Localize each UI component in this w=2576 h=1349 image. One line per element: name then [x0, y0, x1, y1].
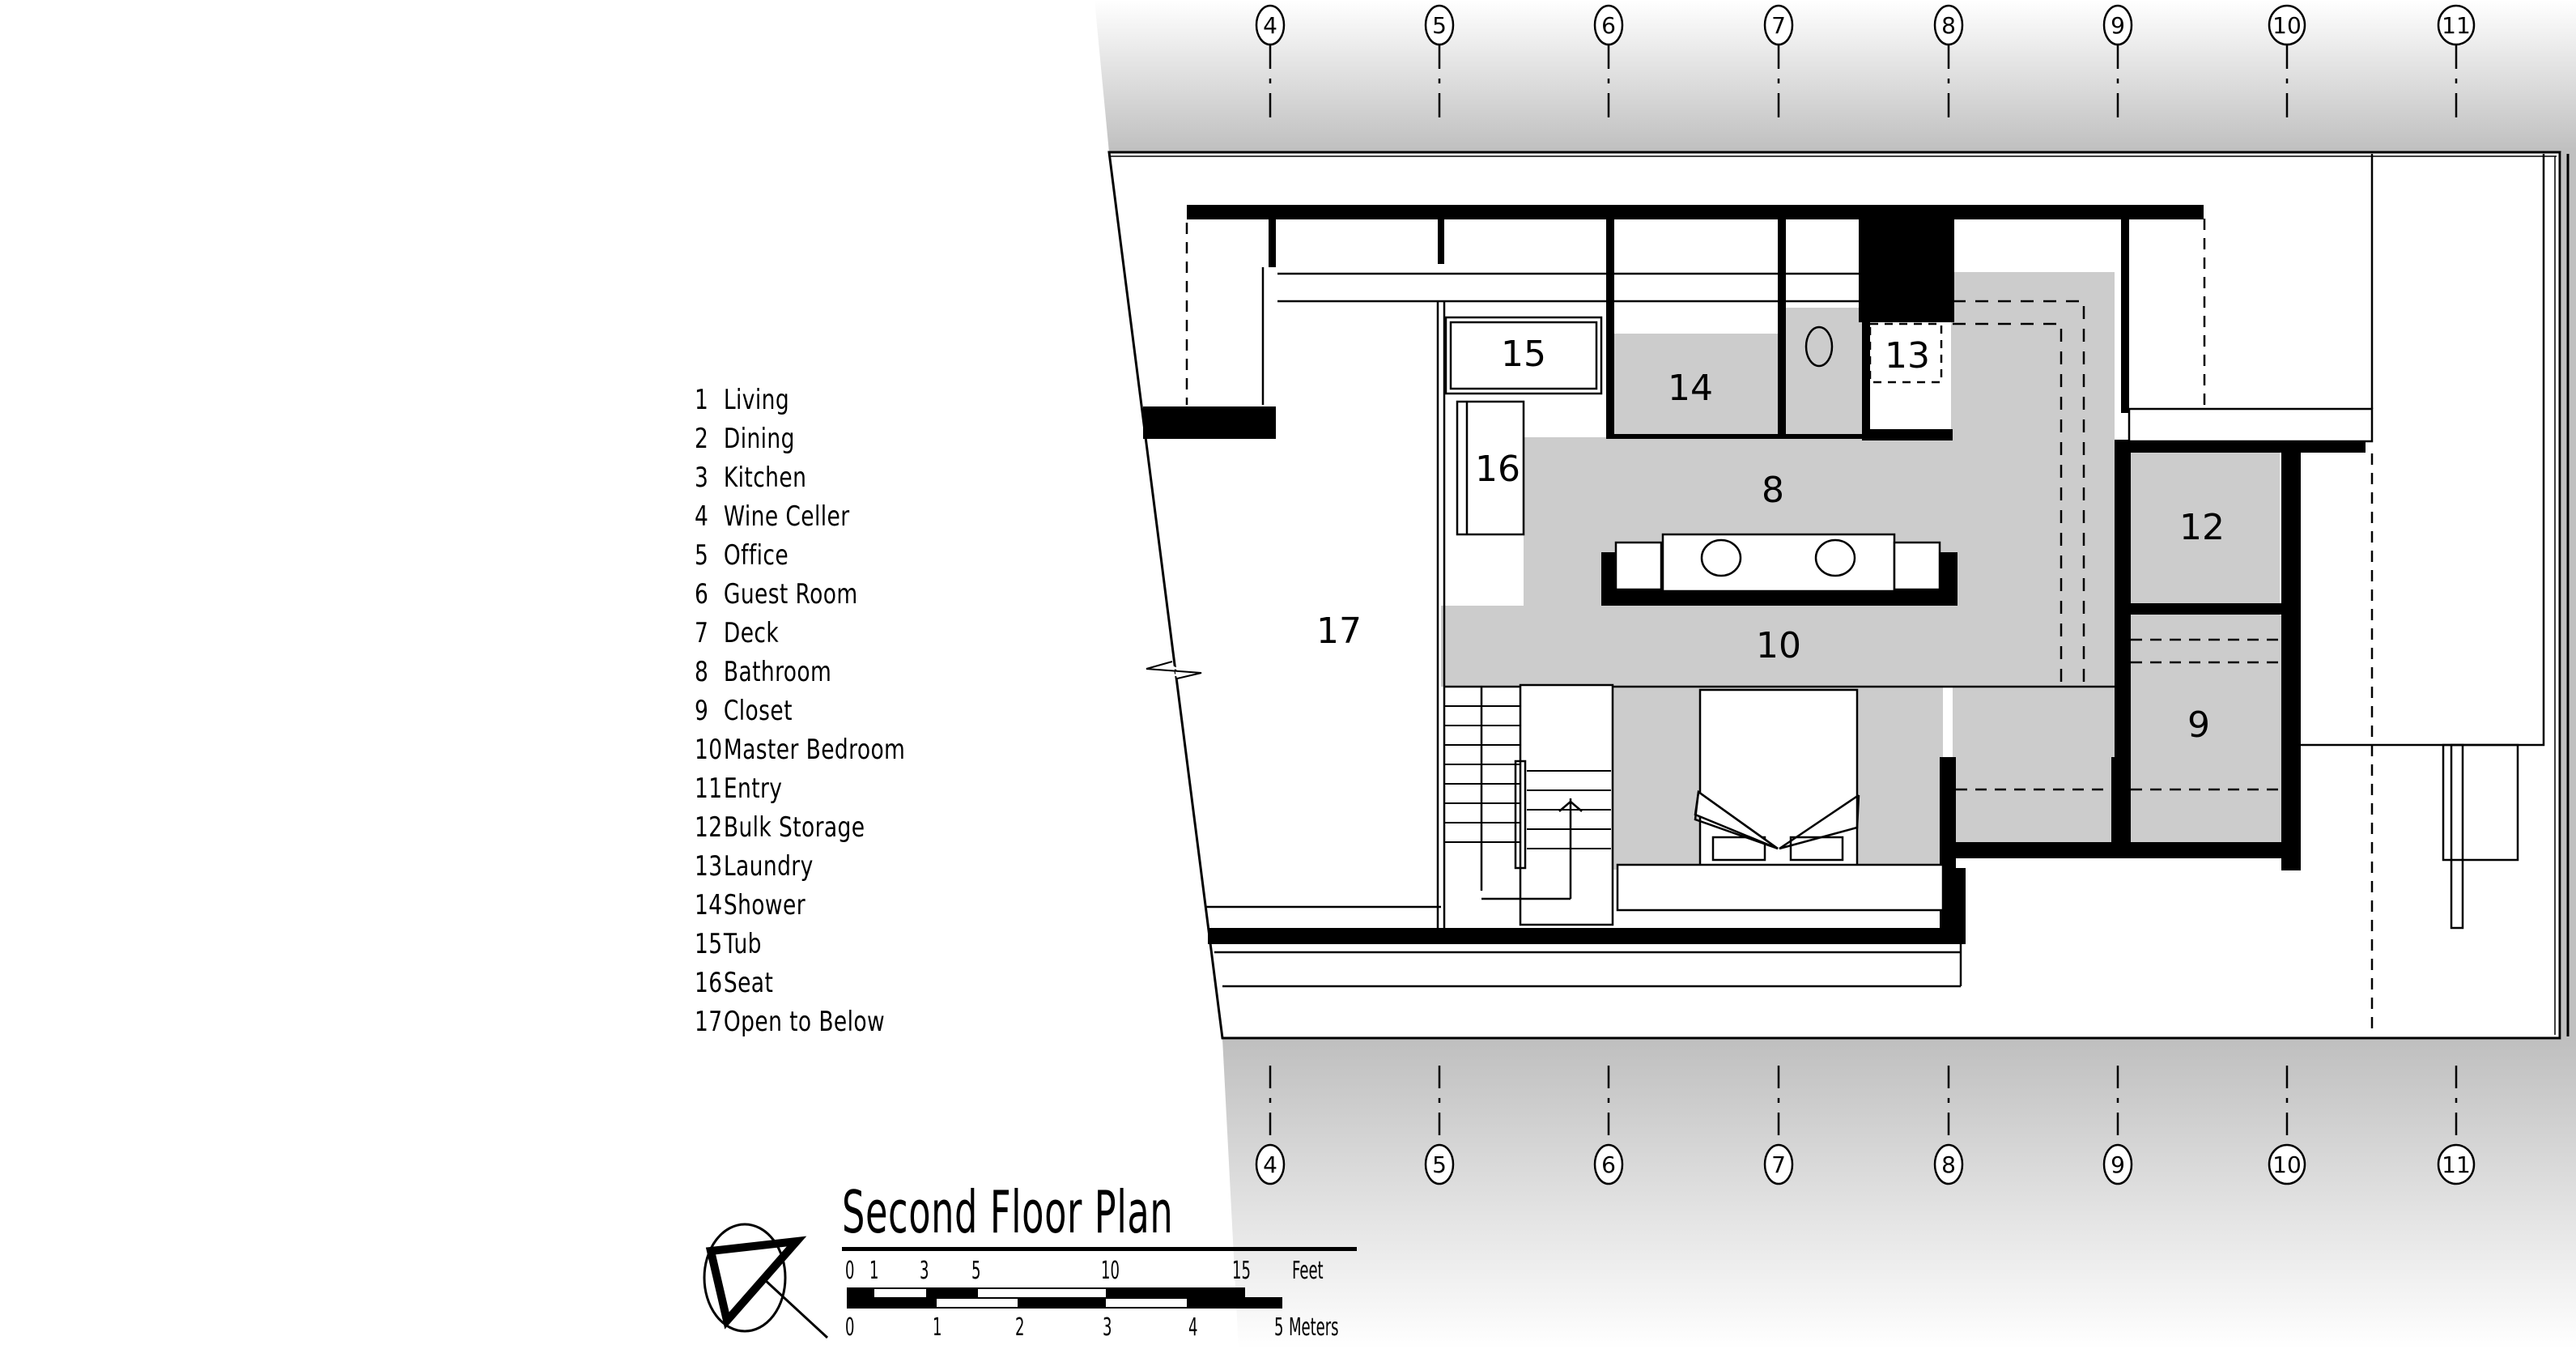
svg-text:4: 4	[1263, 12, 1277, 39]
grid-band-top	[1095, 0, 2576, 152]
room-tag-15: 15	[1501, 334, 1546, 375]
svg-text:11: 11	[2442, 12, 2471, 39]
svg-text:7: 7	[1771, 12, 1786, 39]
grid-marker-8-bottom: 8	[1933, 1066, 1964, 1185]
scale-feet-tick: 10	[1101, 1257, 1120, 1285]
grid-marker-11-top: 11	[2437, 4, 2476, 126]
grid-marker-11-bottom: 11	[2437, 1066, 2476, 1185]
scale-feet-tick: 5	[971, 1257, 981, 1285]
room-tag-14: 14	[1668, 368, 1713, 409]
grid-marker-7-top: 7	[1763, 4, 1794, 126]
scale-feet-tick: 15	[1232, 1257, 1251, 1285]
scale-meter-tick: 3	[1103, 1313, 1112, 1342]
scale-meter-tick: 4	[1188, 1313, 1198, 1342]
scale-meter-unit: Meters	[1289, 1313, 1339, 1342]
drawing-title: Second Floor Plan	[842, 1178, 1174, 1246]
grid-marker-10-top: 10	[2268, 4, 2306, 126]
svg-text:10: 10	[2272, 1151, 2302, 1178]
svg-text:6: 6	[1601, 12, 1616, 39]
scale-feet-tick: 0	[845, 1257, 855, 1285]
grid-marker-5-top: 5	[1424, 4, 1455, 126]
svg-text:5: 5	[1432, 12, 1447, 39]
grid-marker-10-bottom: 10	[2268, 1066, 2306, 1185]
scale-feet-unit: Feet	[1292, 1257, 1324, 1285]
grid-marker-9-bottom: 9	[2102, 1066, 2133, 1185]
grid-marker-4-top: 4	[1255, 4, 1286, 126]
scale-meter-tick: 2	[1015, 1313, 1025, 1342]
grid-marker-8-top: 8	[1933, 4, 1964, 126]
room-tags: 8 9 10 12 13 14 15 16 17	[1316, 334, 2225, 746]
grid-marker-6-top: 6	[1593, 4, 1624, 126]
north-arrow-icon	[703, 1223, 829, 1339]
plan-linework	[1185, 154, 2545, 1028]
scale-meter-tick: 5	[1274, 1313, 1284, 1342]
scale-feet-tick: 1	[869, 1257, 879, 1285]
scale-meter-tick: 1	[933, 1313, 942, 1342]
svg-text:10: 10	[2272, 12, 2302, 39]
room-tag-13: 13	[1885, 335, 1930, 377]
room-tag-10: 10	[1756, 625, 1801, 666]
grid-marker-5-bottom: 5	[1424, 1066, 1455, 1185]
scale-feet-tick: 3	[920, 1257, 929, 1285]
svg-text:4: 4	[1263, 1151, 1277, 1178]
room-tag-16: 16	[1475, 449, 1520, 490]
scale-meter-tick: 0	[845, 1313, 855, 1342]
scale-bar	[847, 1287, 1282, 1309]
grid-marker-7-bottom: 7	[1763, 1066, 1794, 1185]
svg-text:8: 8	[1941, 12, 1956, 39]
svg-text:8: 8	[1941, 1151, 1956, 1178]
room-tag-9: 9	[2187, 704, 2210, 746]
grid-marker-9-top: 9	[2102, 4, 2133, 126]
svg-text:7: 7	[1771, 1151, 1786, 1178]
grid-marker-6-bottom: 6	[1593, 1066, 1624, 1185]
grid-band-bottom	[1222, 1039, 2576, 1349]
break-line	[1146, 661, 1202, 679]
svg-text:11: 11	[2442, 1151, 2471, 1178]
grid-markers-bottom: 4 5 6 7 8 9 10 11	[1255, 1066, 2476, 1185]
svg-text:6: 6	[1601, 1151, 1616, 1178]
grid-markers-top: 4 5 6 7 8 9 10 11	[1255, 4, 2476, 126]
svg-text:5: 5	[1432, 1151, 1447, 1178]
svg-text:9: 9	[2111, 1151, 2125, 1178]
svg-text:9: 9	[2111, 12, 2125, 39]
grid-marker-4-bottom: 4	[1255, 1066, 1286, 1185]
room-tag-12: 12	[2179, 507, 2225, 548]
room-tag-8: 8	[1762, 470, 1784, 511]
title-underline	[842, 1247, 1357, 1251]
room-tag-17: 17	[1316, 611, 1362, 652]
